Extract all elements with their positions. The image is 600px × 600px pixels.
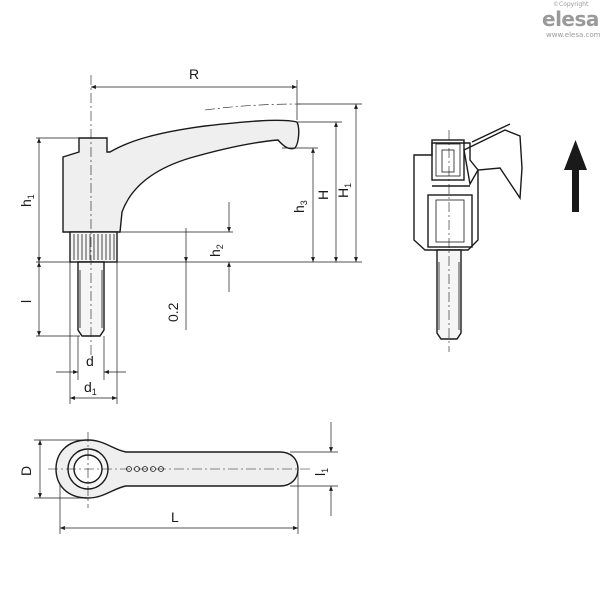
svg-text:h3: h3 [291,200,309,213]
section-view [413,123,523,352]
dim-D-label: D [18,466,34,476]
arrow-up-icon [564,140,587,212]
top-dimensions: D L l1 [18,422,338,534]
side-view [62,75,301,356]
lever-body [62,119,300,233]
brand-logo: ©Copyright elesa www.elesa.com [542,1,600,39]
dim-R-label: R [189,66,199,82]
dim-h3-label: h3 [291,200,309,213]
dim-h1-label: h1 [18,194,36,207]
dim-L-label: L [171,509,179,525]
dim-l1-label: l1 [312,468,330,476]
swing-arc [204,103,301,111]
side-dimensions: R h1 l d d1 0.2 h2 [18,66,362,404]
dim-d1-label: d1 [84,379,97,397]
dim-h2-label: h2 [207,244,225,257]
dim-clearance-label: 0.2 [165,302,181,322]
dim-H1-label: H1 [335,183,353,198]
dim-l-label: l [18,300,34,303]
knurl-lines [73,234,115,260]
brand-copyright: ©Copyright [553,1,589,8]
dim-H-label: H [315,190,331,200]
svg-text:d1: d1 [84,379,97,397]
svg-text:h1: h1 [18,194,36,207]
svg-text:l1: l1 [312,468,330,476]
svg-text:H1: H1 [335,183,353,198]
dim-d-label: d [86,353,94,369]
svg-text:h2: h2 [207,244,225,257]
brand-url: www.elesa.com [546,31,600,39]
top-view [48,432,312,508]
brand-name: elesa [542,7,599,31]
